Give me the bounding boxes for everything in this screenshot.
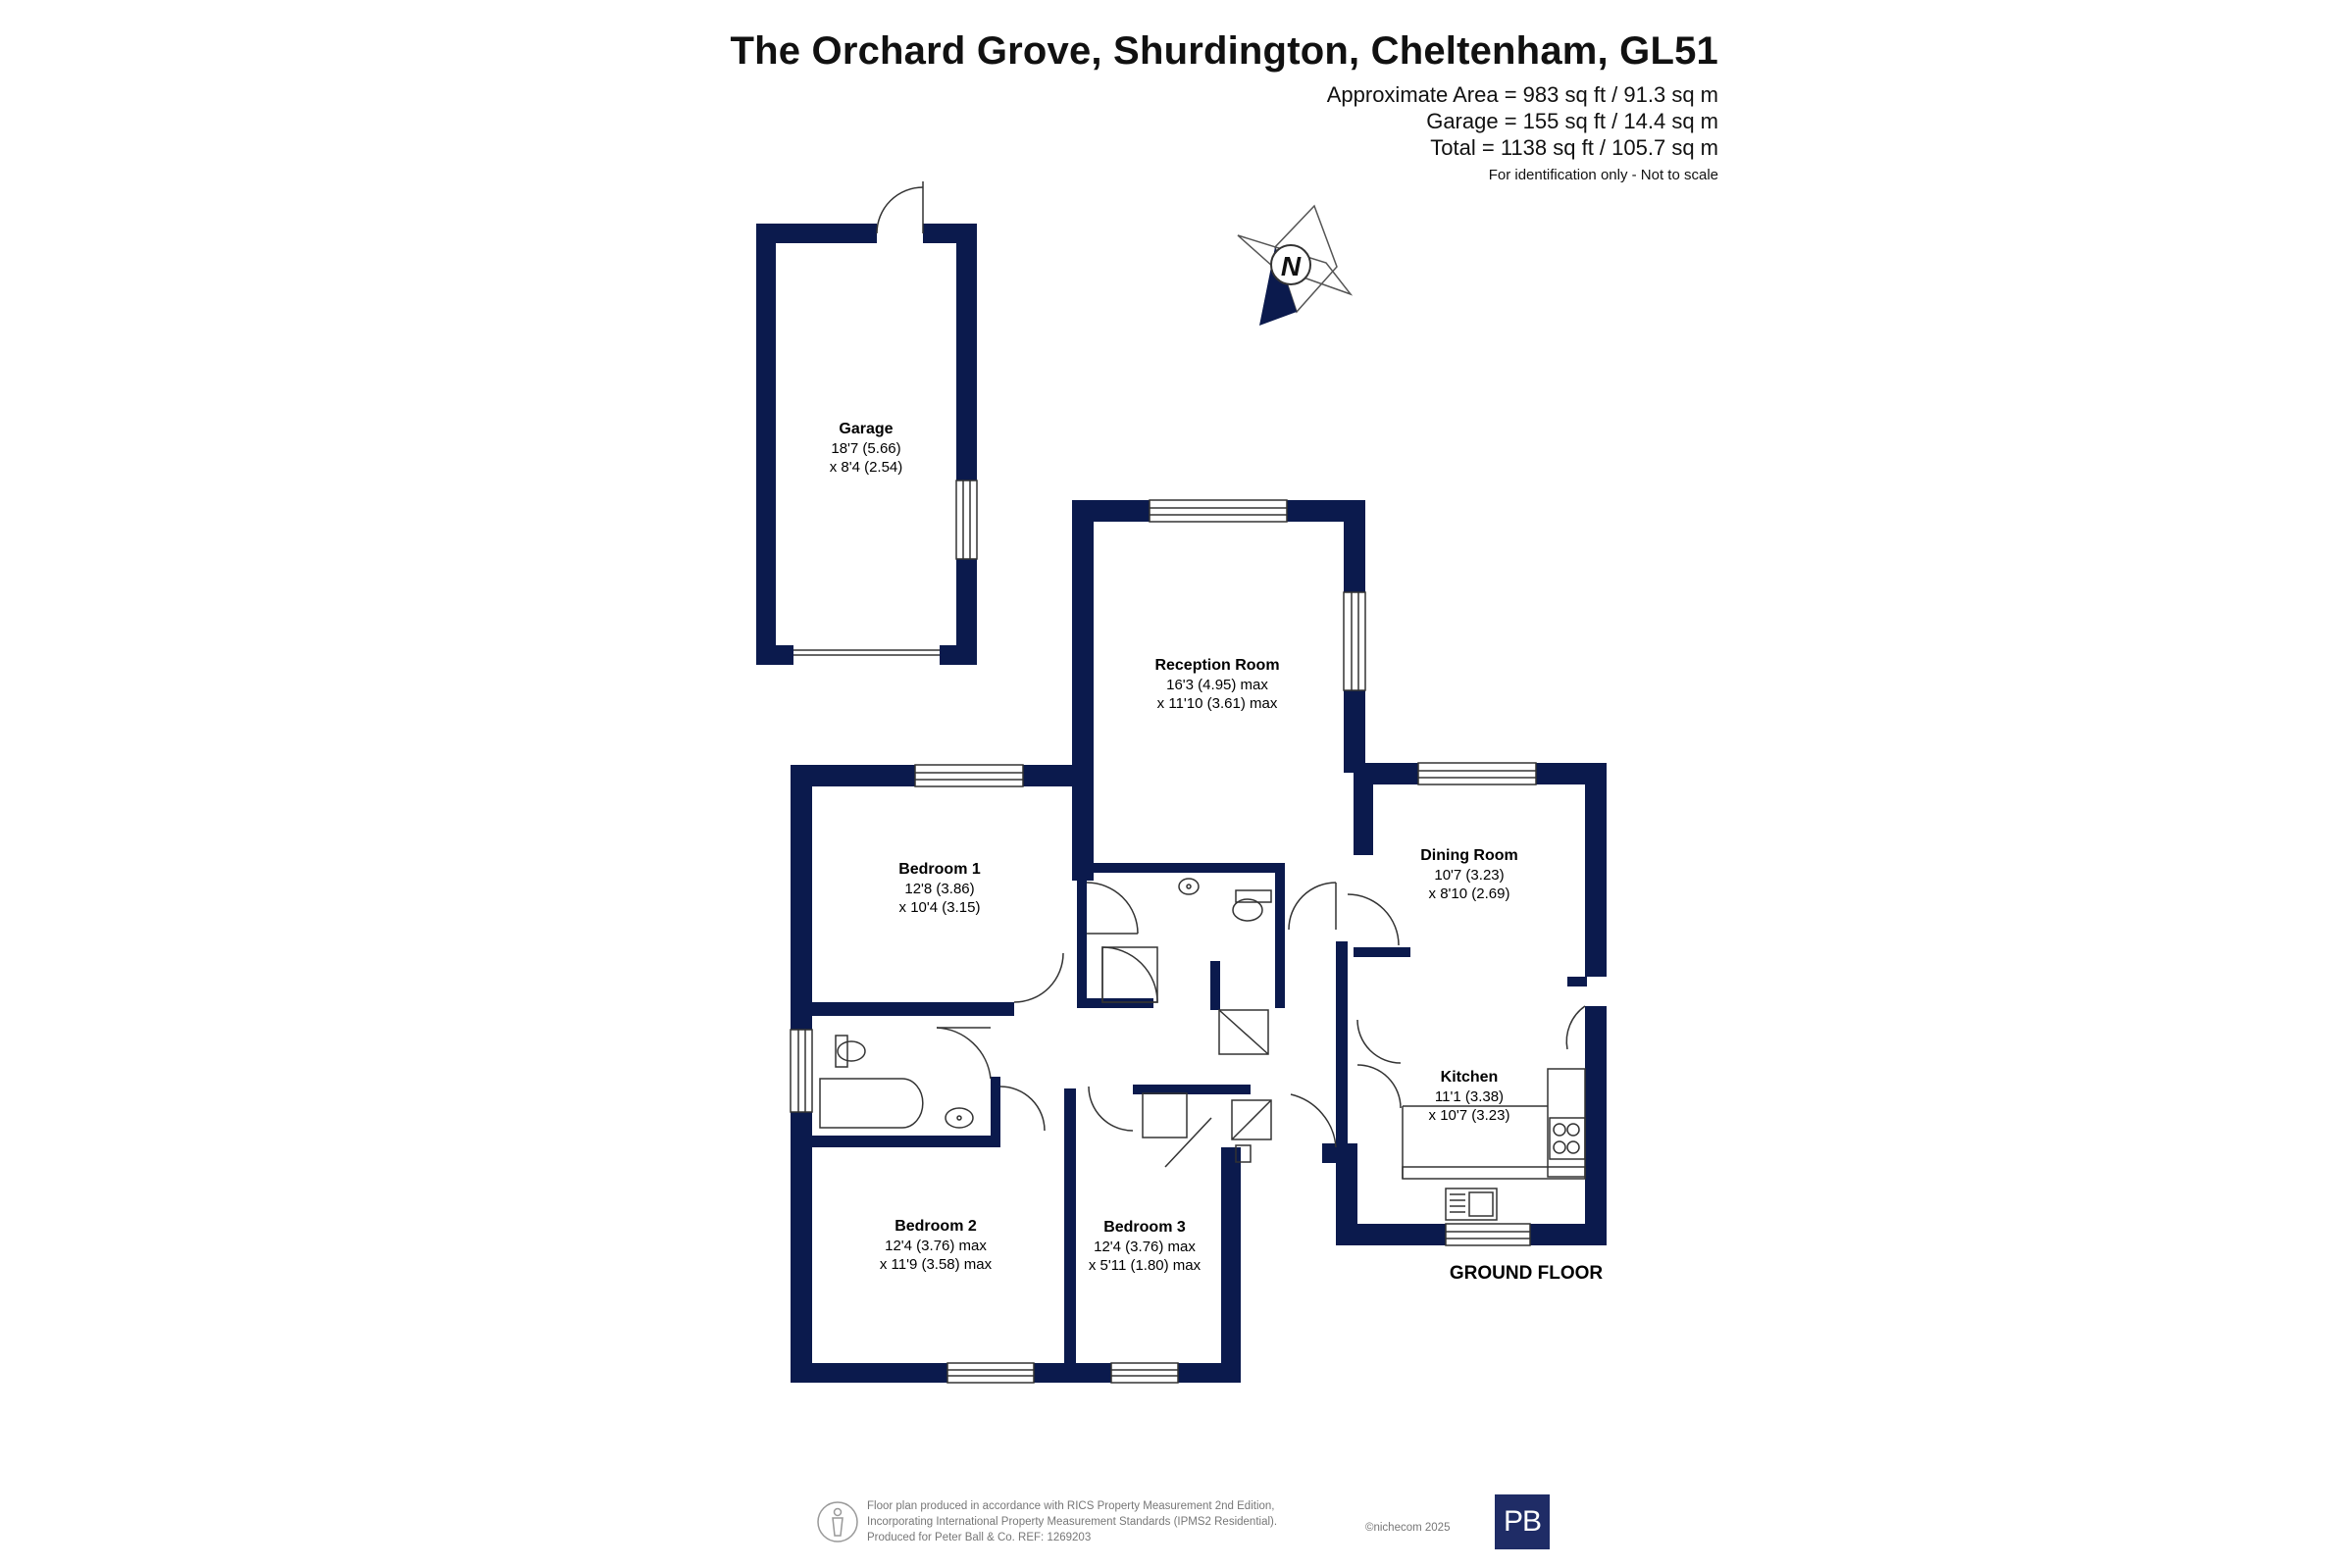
pb-logo: PB bbox=[1495, 1494, 1550, 1549]
svg-text:Reception Room: Reception Room bbox=[1154, 657, 1279, 674]
doors-and-fixtures bbox=[819, 878, 1586, 1221]
room-label-dining-room: Dining Room 10'7 (3.23) x 8'10 (2.69) bbox=[1420, 847, 1518, 902]
svg-text:18'7 (5.66): 18'7 (5.66) bbox=[831, 440, 900, 457]
svg-text:x 5'11 (1.80) max: x 5'11 (1.80) max bbox=[1089, 1257, 1202, 1274]
svg-text:12'8 (3.86): 12'8 (3.86) bbox=[904, 881, 974, 897]
svg-text:x 11'9 (3.58) max: x 11'9 (3.58) max bbox=[880, 1256, 993, 1273]
plan-footer: Floor plan produced in accordance with R… bbox=[816, 1494, 1561, 1555]
windows bbox=[790, 499, 1537, 1384]
footer-line-2: Incorporating International Property Mea… bbox=[867, 1516, 1278, 1528]
footer-line-1: Floor plan produced in accordance with R… bbox=[867, 1500, 1275, 1512]
svg-text:10'7 (3.23): 10'7 (3.23) bbox=[1434, 867, 1504, 884]
room-label-bedroom-2: Bedroom 2 12'4 (3.76) max x 11'9 (3.58) … bbox=[880, 1218, 993, 1273]
approximate-area: Approximate Area = 983 sq ft / 91.3 sq m bbox=[1326, 82, 1718, 107]
svg-text:Bedroom 3: Bedroom 3 bbox=[1103, 1219, 1186, 1236]
svg-text:16'3 (4.95) max: 16'3 (4.95) max bbox=[1166, 677, 1268, 693]
svg-text:x 10'7 (3.23): x 10'7 (3.23) bbox=[1429, 1107, 1510, 1124]
svg-text:Garage: Garage bbox=[839, 421, 893, 437]
svg-text:x 8'4 (2.54): x 8'4 (2.54) bbox=[830, 459, 903, 476]
property-title: The Orchard Grove, Shurdington, Cheltenh… bbox=[730, 29, 1718, 73]
total-area: Total = 1138 sq ft / 105.7 sq m bbox=[1430, 135, 1718, 160]
info-person-icon bbox=[817, 1501, 858, 1543]
svg-text:12'4 (3.76) max: 12'4 (3.76) max bbox=[1094, 1239, 1196, 1255]
svg-text:Kitchen: Kitchen bbox=[1441, 1069, 1499, 1086]
scale-note: For identification only - Not to scale bbox=[1488, 167, 1718, 183]
garage-fixtures bbox=[793, 181, 978, 656]
footer-copyright: ©nichecom 2025 bbox=[1365, 1522, 1451, 1534]
svg-text:11'1 (3.38): 11'1 (3.38) bbox=[1435, 1088, 1504, 1105]
svg-text:Dining Room: Dining Room bbox=[1420, 847, 1518, 864]
compass-icon: N bbox=[1237, 204, 1354, 326]
room-label-bedroom-1: Bedroom 1 12'8 (3.86) x 10'4 (3.15) bbox=[898, 861, 981, 916]
svg-text:Bedroom 2: Bedroom 2 bbox=[895, 1218, 977, 1235]
garage-area: Garage = 155 sq ft / 14.4 sq m bbox=[1426, 109, 1718, 133]
room-label-garage: Garage 18'7 (5.66) x 8'4 (2.54) bbox=[830, 421, 903, 476]
plan-header: The Orchard Grove, Shurdington, Cheltenh… bbox=[730, 29, 1718, 183]
svg-text:Bedroom 1: Bedroom 1 bbox=[898, 861, 981, 878]
footer-disclaimer: Floor plan produced in accordance with R… bbox=[867, 1498, 1277, 1545]
room-label-reception: Reception Room 16'3 (4.95) max x 11'10 (… bbox=[1154, 657, 1279, 712]
compass-north-label: N bbox=[1281, 251, 1302, 281]
svg-text:12'4 (3.76) max: 12'4 (3.76) max bbox=[885, 1238, 987, 1254]
footer-line-3: Produced for Peter Ball & Co. REF: 12692… bbox=[867, 1532, 1092, 1543]
svg-text:x 8'10 (2.69): x 8'10 (2.69) bbox=[1429, 885, 1510, 902]
room-label-bedroom-3: Bedroom 3 12'4 (3.76) max x 5'11 (1.80) … bbox=[1089, 1219, 1202, 1274]
room-label-kitchen: Kitchen 11'1 (3.38) x 10'7 (3.23) bbox=[1429, 1069, 1510, 1124]
svg-text:x 11'10 (3.61) max: x 11'10 (3.61) max bbox=[1157, 695, 1278, 712]
svg-text:x 10'4 (3.15): x 10'4 (3.15) bbox=[899, 899, 981, 916]
floor-label: GROUND FLOOR bbox=[1450, 1263, 1603, 1284]
